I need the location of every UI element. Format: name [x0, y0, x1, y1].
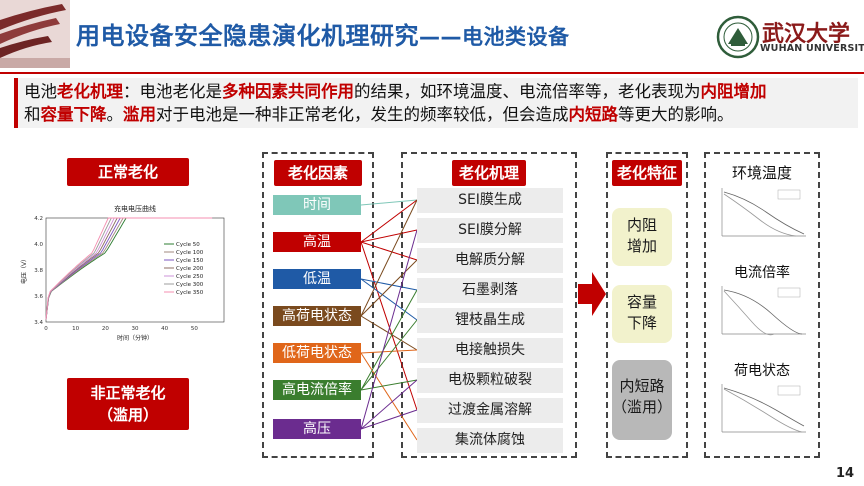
mechanism-lithium-dendrite: 锂枝晶生成 — [417, 308, 563, 333]
header-divider — [0, 72, 864, 74]
x-axis-label: 时间（分钟） — [117, 334, 153, 342]
title-sub: ——电池类设备 — [419, 25, 570, 49]
x-tick-label: 0 — [44, 326, 48, 332]
university-seal-icon — [716, 15, 760, 59]
legend-entry: Cycle 150 — [176, 258, 204, 264]
effect-title-soc: 荷电状态 — [734, 363, 790, 379]
factor-low-soc: 低荷电状态 — [273, 343, 361, 363]
legend-entry: Cycle 200 — [176, 266, 204, 272]
factor-high-voltage: 高压 — [273, 419, 361, 439]
logo-chinese-name: 武汉大学 — [762, 21, 851, 47]
y-tick-label: 4.0 — [34, 242, 43, 248]
chart-title: 充电电压曲线 — [114, 204, 156, 213]
title-main: 用电设备安全隐患演化机理研究 — [76, 22, 419, 50]
factor-high-temperature: 高温 — [273, 232, 361, 252]
pagoda-roof-image — [0, 0, 70, 68]
y-tick-label: 3.8 — [34, 268, 43, 274]
page-number: 14 — [836, 466, 855, 481]
y-tick-label: 4.2 — [34, 216, 43, 222]
features-header: 老化特征 — [612, 160, 682, 186]
effects-column — [704, 152, 820, 458]
y-tick-label: 3.4 — [34, 320, 43, 326]
mechanism-sei-decomposition: SEI膜分解 — [417, 218, 563, 243]
series-line — [45, 217, 213, 320]
abnormal-aging-line1: 非正常老化 — [90, 384, 166, 402]
aging-features-column — [606, 152, 688, 458]
feature-internal-short-circuit: 内短路（滥用） — [612, 360, 672, 440]
mechanism-sei-formation: SEI膜生成 — [417, 188, 563, 213]
feature-capacity-decrease: 容量下降 — [612, 285, 672, 343]
charge-voltage-chart: 充电电压曲线 0 10 20 30 40 50 3.4 3.6 3.8 4.0 4.2 时间（分钟） 电压… — [20, 204, 225, 342]
x-tick-label: 30 — [132, 326, 139, 332]
mechanism-metal-dissolution: 过渡金属溶解 — [417, 398, 563, 423]
mechanisms-header: 老化机理 — [452, 160, 526, 186]
normal-aging-label: 正常老化 — [67, 158, 189, 186]
soc-effect-plot — [721, 384, 806, 433]
factor-high-soc: 高荷电状态 — [273, 306, 361, 326]
legend-entry: Cycle 300 — [176, 282, 204, 288]
current-rate-effect-plot — [721, 286, 806, 336]
legend-entry: Cycle 50 — [176, 242, 200, 248]
legend-entry: Cycle 350 — [176, 290, 204, 296]
y-axis-label: 电压（V） — [20, 256, 28, 284]
arrow-right-icon — [578, 272, 606, 316]
mechanism-electrolyte-decomposition: 电解质分解 — [417, 248, 563, 273]
factors-header: 老化因素 — [274, 160, 362, 186]
slide-title: 用电设备安全隐患演化机理研究——电池类设备 — [76, 16, 570, 51]
x-tick-label: 50 — [191, 326, 198, 332]
intro-paragraph: 电池老化机理：电池老化是多种因素共同作用的结果，如环境温度、电流倍率等，老化表现… — [14, 78, 858, 128]
logo-english-name: WUHAN UNIVERSITY — [760, 43, 864, 54]
abnormal-aging-label: 非正常老化 （滥用） — [67, 378, 189, 430]
mechanism-particle-cracking: 电极颗粒破裂 — [417, 368, 563, 393]
effect-title-current-rate: 电流倍率 — [734, 265, 790, 281]
x-tick-label: 40 — [161, 326, 168, 332]
y-tick-label: 3.6 — [34, 294, 43, 300]
abnormal-aging-line2: （滥用） — [97, 406, 158, 424]
x-tick-label: 20 — [102, 326, 109, 332]
factor-low-temperature: 低温 — [273, 269, 361, 289]
x-tick-label: 10 — [72, 326, 79, 332]
temperature-effect-plot — [721, 188, 806, 237]
effect-title-temperature: 环境温度 — [731, 164, 792, 182]
factor-time: 时间 — [273, 195, 361, 215]
feature-resistance-increase: 内阻增加 — [612, 208, 672, 266]
legend-entry: Cycle 100 — [176, 250, 204, 256]
mechanism-collector-corrosion: 集流体腐蚀 — [417, 428, 563, 453]
mechanism-graphite-exfoliation: 石墨剥落 — [417, 278, 563, 303]
mechanism-contact-loss: 电接触损失 — [417, 338, 563, 363]
factor-high-current-rate: 高电流倍率 — [273, 380, 361, 400]
legend-entry: Cycle 250 — [176, 274, 204, 280]
